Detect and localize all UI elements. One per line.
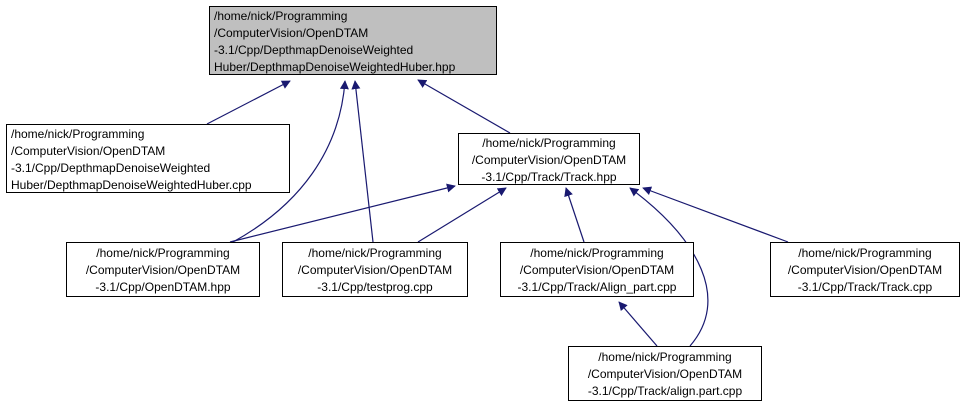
- node-line: -3.1/Cpp/Track/Align_part.cpp: [517, 280, 677, 294]
- node-line: -3.1/Cpp/OpenDTAM.hpp: [95, 280, 231, 294]
- node-line: /home/nick/Programming: [598, 350, 732, 364]
- node-line: /ComputerVision/OpenDTAM: [519, 263, 675, 277]
- node-line: /ComputerVision/OpenDTAM: [587, 367, 743, 381]
- node-line: /home/nick/Programming: [482, 136, 616, 150]
- node-line: /home/nick/Programming: [798, 246, 932, 260]
- node-line: /ComputerVision/OpenDTAM: [85, 263, 241, 277]
- node-line: /ComputerVision/OpenDTAM: [214, 26, 369, 40]
- node-align-part-cpp-dot[interactable]: /home/nick/Programming /ComputerVision/O…: [568, 346, 762, 401]
- edge-testprog_cpp-to-track_hpp: [417, 187, 507, 243]
- node-line: /home/nick/Programming: [530, 246, 664, 260]
- node-line: Huber/DepthmapDenoiseWeightedHuber.cpp: [11, 178, 252, 192]
- edge-track_hpp-to-root: [417, 79, 511, 134]
- edge-huber_cpp-to-root: [206, 80, 291, 125]
- node-line: /ComputerVision/OpenDTAM: [297, 263, 453, 277]
- node-line: -3.1/Cpp/testprog.cpp: [317, 280, 433, 294]
- node-line: -3.1/Cpp/Track/Track.hpp: [481, 170, 617, 184]
- node-testprog-cpp[interactable]: /home/nick/Programming /ComputerVision/O…: [282, 242, 468, 297]
- node-line: -3.1/Cpp/Track/align.part.cpp: [587, 384, 743, 398]
- edge-align_part_cpp_dot-to-align_part_cpp_underscore: [618, 301, 658, 347]
- node-track-hpp[interactable]: /home/nick/Programming /ComputerVision/O…: [458, 133, 640, 185]
- edge-track_cpp-to-track_hpp: [642, 186, 789, 243]
- edge-testprog_cpp-to-root: [351, 80, 374, 243]
- node-line: /home/nick/Programming: [214, 9, 348, 23]
- node-line: /home/nick/Programming: [96, 246, 230, 260]
- node-line: -3.1/Cpp/DepthmapDenoiseWeighted: [11, 161, 211, 175]
- node-line: /ComputerVision/OpenDTAM: [787, 263, 943, 277]
- node-line: /home/nick/Programming: [11, 127, 145, 141]
- edge-opendtam_hpp-to-track_hpp: [229, 183, 456, 243]
- node-opendtam-hpp[interactable]: /home/nick/Programming /ComputerVision/O…: [66, 242, 260, 297]
- node-line: -3.1/Cpp/Track/Track.cpp: [797, 280, 933, 294]
- node-line: -3.1/Cpp/DepthmapDenoiseWeighted: [214, 43, 414, 57]
- edge-opendtam_hpp-to-root: [232, 80, 349, 243]
- node-depthmap-denoise-weighted-huber-hpp[interactable]: /home/nick/Programming /ComputerVision/O…: [209, 6, 497, 75]
- edge-align_part_cpp_dot-to-track_hpp: [629, 187, 709, 347]
- node-track-cpp[interactable]: /home/nick/Programming /ComputerVision/O…: [770, 242, 960, 297]
- node-depthmap-denoise-weighted-huber-cpp[interactable]: /home/nick/Programming /ComputerVision/O…: [6, 124, 290, 193]
- node-line: /ComputerVision/OpenDTAM: [471, 153, 627, 167]
- node-align-part-cpp-underscore[interactable]: /home/nick/Programming /ComputerVision/O…: [500, 242, 694, 297]
- node-line: Huber/DepthmapDenoiseWeightedHuber.hpp: [214, 60, 456, 74]
- node-line: /ComputerVision/OpenDTAM: [11, 144, 166, 158]
- node-line: /home/nick/Programming: [308, 246, 442, 260]
- edge-align_part_cpp_underscore-to-track_hpp: [564, 187, 585, 243]
